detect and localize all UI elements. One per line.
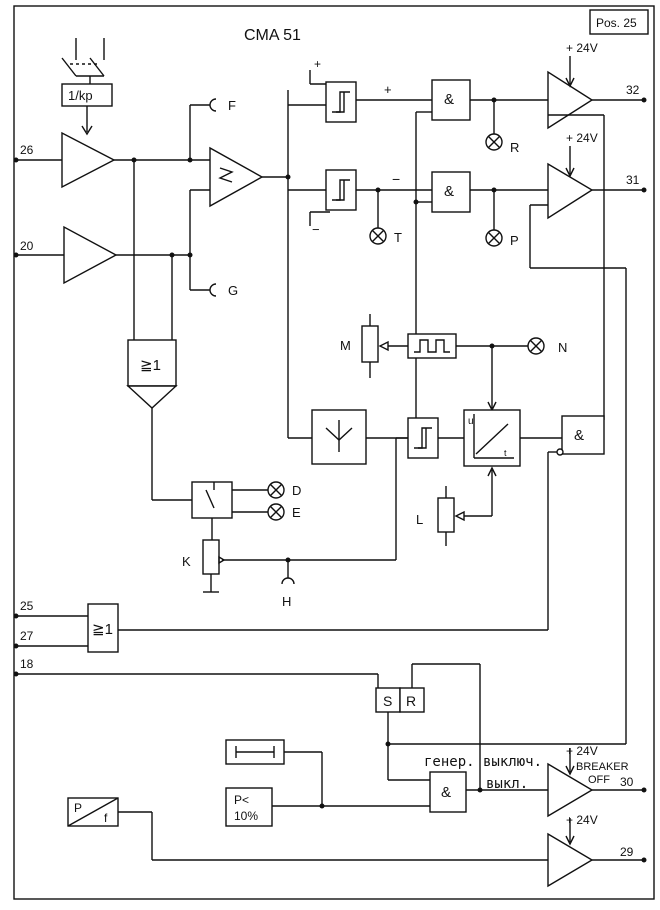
- lamp-R: [485, 133, 503, 151]
- supply-31: + 24V: [566, 131, 598, 145]
- terminal-26: 26: [20, 143, 34, 157]
- modulator-amplifier: [209, 146, 264, 208]
- integrator-t: t: [504, 448, 507, 458]
- lamp-P-label: P: [510, 233, 519, 248]
- lamp-D-label: D: [292, 483, 301, 498]
- input-amplifier-20: [63, 225, 118, 285]
- sheet-border: [13, 5, 655, 900]
- or-gate-2-label: ≧1: [92, 621, 113, 638]
- potentiometer-K: [202, 539, 220, 575]
- breaker-label-line2: OFF: [588, 774, 610, 786]
- pf-P-label: P: [74, 801, 82, 815]
- threshold-minus: [325, 169, 357, 211]
- terminal-18: 18: [20, 657, 34, 671]
- and-upper-label: &: [444, 91, 454, 108]
- terminal-29: 29: [620, 845, 634, 859]
- terminal-30: 30: [620, 775, 634, 789]
- russian-label-line2: выкл.: [486, 776, 528, 792]
- integrator-u: u: [468, 416, 474, 427]
- lamp-N-label: N: [558, 340, 567, 355]
- and-bottom-label: &: [441, 784, 451, 801]
- diagram-title: CMA 51: [244, 27, 301, 44]
- p10-line2: 10%: [234, 809, 258, 823]
- threshold-minus-ref: −: [312, 222, 320, 237]
- sr-reset-input: [399, 687, 425, 713]
- or-gate-2: [87, 603, 119, 653]
- terminal-20: 20: [20, 239, 34, 253]
- and-gate-lower: [431, 171, 471, 213]
- sr-R-label: R: [406, 693, 416, 709]
- lamp-R-label: R: [510, 140, 519, 155]
- plus-sign: +: [384, 82, 392, 97]
- potentiometer-L: [437, 497, 455, 533]
- power-low-block: [225, 787, 273, 827]
- lamp-P: [485, 229, 503, 247]
- and-right-label: &: [574, 427, 584, 444]
- output-amplifier-29: [547, 832, 594, 888]
- p10-line1: P<: [234, 793, 249, 807]
- kp-label: 1/kp: [68, 88, 93, 103]
- pot-M-label: M: [340, 338, 351, 353]
- supply-32: + 24V: [566, 41, 598, 55]
- potentiometer-M: [361, 325, 379, 363]
- terminal-32: 32: [626, 83, 640, 97]
- threshold-plus: [325, 81, 357, 123]
- and-gate-right: [561, 415, 605, 455]
- minus-sign: −: [392, 171, 400, 187]
- terminal-31: 31: [626, 173, 640, 187]
- russian-label-line1: генер. выключ.: [424, 754, 542, 770]
- threshold-plus-ref: +: [314, 57, 321, 71]
- clock-generator: [407, 333, 457, 359]
- and-lower-label: &: [444, 183, 454, 200]
- breaker-label-line1: BREAKER: [576, 761, 629, 773]
- relay-contact-block: [191, 481, 233, 519]
- lamp-D: [267, 481, 285, 499]
- position-tag: Pos. 25: [596, 16, 637, 30]
- terminal-25: 25: [20, 599, 34, 613]
- supply-29: + 24V: [566, 813, 598, 827]
- sr-S-label: S: [383, 693, 392, 709]
- lamp-E: [267, 503, 285, 521]
- tap-G: G: [228, 283, 238, 298]
- tap-F: F: [228, 98, 236, 113]
- position-tag-box: [589, 9, 649, 35]
- pot-L-label: L: [416, 512, 423, 527]
- threshold-mid: [407, 417, 439, 459]
- supply-30: + 24V: [566, 744, 598, 758]
- input-amplifier-26: [61, 131, 116, 189]
- or-gate-1: [127, 339, 177, 387]
- terminal-27: 27: [20, 629, 34, 643]
- pot-K-label: K: [182, 554, 191, 569]
- pf-f-label: f: [104, 811, 108, 825]
- tap-H: H: [282, 594, 291, 609]
- output-amplifier-30: [547, 762, 594, 818]
- lamp-N: [527, 337, 545, 355]
- input-switch: [61, 38, 105, 84]
- lamp-T-label: T: [394, 230, 402, 245]
- or-gate-1-label: ≧1: [140, 357, 161, 374]
- and-gate-bottom: [429, 771, 467, 813]
- lamp-T: [369, 227, 387, 245]
- lamp-E-label: E: [292, 505, 301, 520]
